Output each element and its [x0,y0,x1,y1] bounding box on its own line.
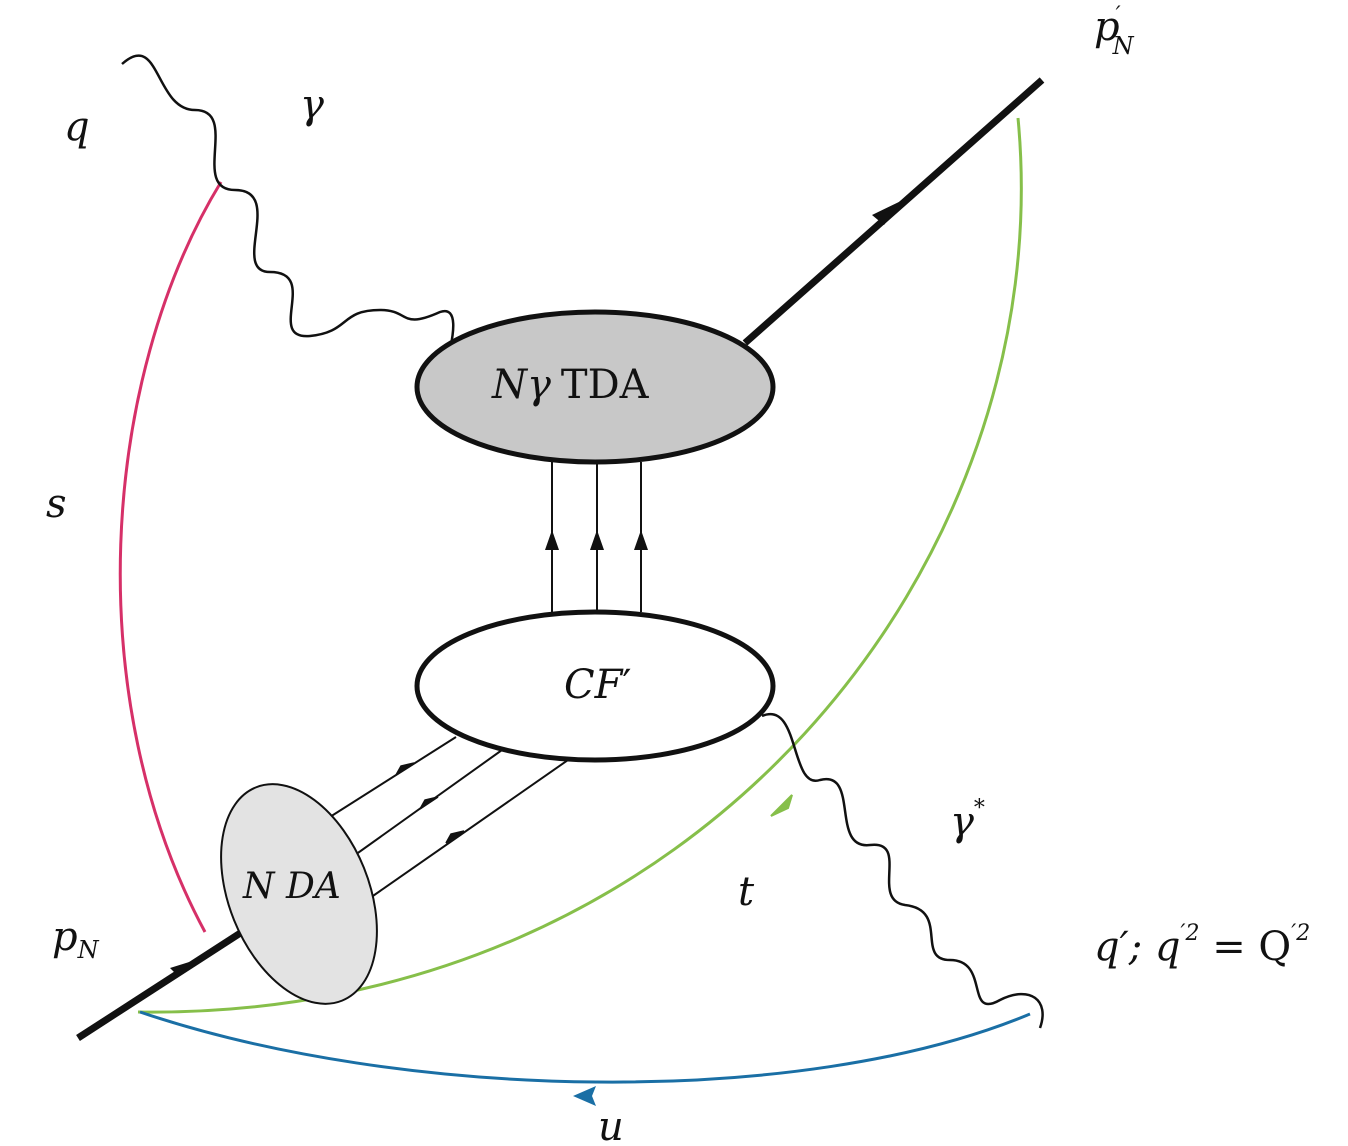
quark-arrow-icon-4 [545,530,559,550]
label-p-prime-n: p′N [1094,3,1135,60]
label-gamma-star: γ* [950,796,985,845]
label-s: s [46,481,67,527]
quark-line-nda-cf-3 [369,759,569,899]
outgoing-nucleon-arrow-icon [872,200,903,225]
quark-arrow-icon-5 [590,530,604,550]
photon-gamma-wavy-line [121,54,455,351]
label-q: q [64,104,90,150]
incoming-nucleon-arrow-icon [170,958,202,976]
nda-label: N DA [242,866,341,907]
cf-prime-blob [414,609,776,763]
incoming-nucleon-line [76,916,264,1041]
u-arrow-icon [573,1086,596,1106]
quark-arrow-icon-3 [445,830,465,844]
cf-label: CF′ [564,662,631,708]
quark-arrow-icon-2 [419,796,439,810]
label-q-prime-relation: q′; q′2 = Q′2 [1094,921,1310,970]
quark-arrow-icon-6 [634,530,648,550]
nucleon-da-blob [220,783,378,1005]
quark-line-nda-cf-1 [321,736,457,823]
s-channel-arc [118,181,223,933]
t-arrow-icon [770,794,793,817]
photon-gamma-star-wavy-line [761,712,1044,1029]
quark-arrow-icon-1 [395,762,415,776]
u-channel-arc [139,1010,1031,1084]
label-gamma: γ [300,82,324,128]
t-channel-arc [137,117,1023,1014]
label-p-n: pN [52,914,100,964]
label-u: u [598,1104,624,1146]
label-t: t [738,869,755,915]
n-gamma-tda-blob [414,309,776,465]
